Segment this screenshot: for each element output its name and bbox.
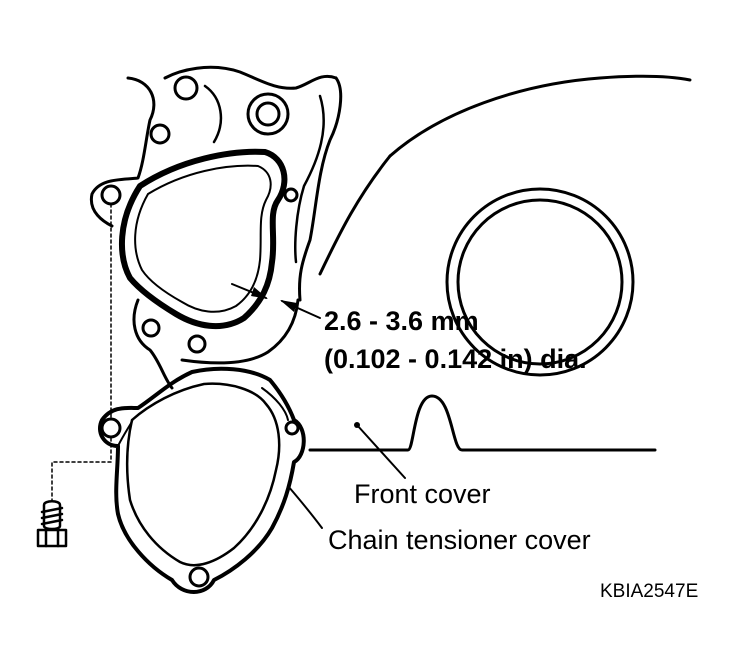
gasket-groove-inner [134,164,272,313]
alignment-guide-bolt [51,437,112,501]
front-cover-large-arc-2 [318,154,392,276]
boss-left-small [149,123,171,145]
oil-seal-outer [445,187,635,377]
boss-top-small [173,75,199,101]
front-cover-mating-line [308,394,657,452]
chain-tensioner-cover-outline [98,366,306,594]
bolt-hole-upper-left [100,184,122,206]
boss-top-outer [246,92,290,136]
bead-arrow-left-head [251,287,268,299]
oil-seal-inner [456,198,624,366]
boss-top-inner [255,101,281,127]
cover-bolt-hole-bottom [188,566,210,588]
bolt [36,500,68,548]
figure-code: KBIA2547E [600,581,699,602]
bolt-hole-right-small [283,187,299,203]
front-cover-large-arc [388,74,692,158]
cover-bolt-hole-top-left [100,417,122,439]
bead-arrow-right-head [280,300,297,312]
bead-size-metric-label: 2.6 - 3.6 mm [324,306,479,336]
front-cover-left-lower [132,298,174,390]
chain-tensioner-cover-label: Chain tensioner cover [328,525,591,555]
front-cover-label: Front cover [354,479,491,509]
front-cover-lower-edge [180,298,300,365]
bolt-hole-lower-left-1 [141,318,161,338]
front-cover-inner-edge [203,84,325,264]
chain-tensioner-cover-inner-rib [117,387,289,447]
bead-size-imperial-label: (0.102 - 0.142 in) dia. [324,344,587,374]
front-cover-edge [298,76,343,302]
bolt-hole-lower-left-2 [187,334,207,354]
front-cover-outline-2 [163,65,338,90]
chain-tensioner-cover-flange [125,382,281,567]
cover-bolt-hole-right [284,420,300,436]
front-cover-outline [89,76,156,228]
chain-tensioner-leader [287,485,323,529]
liquid-gasket-bead [119,148,288,330]
front-cover-leader [356,424,406,479]
